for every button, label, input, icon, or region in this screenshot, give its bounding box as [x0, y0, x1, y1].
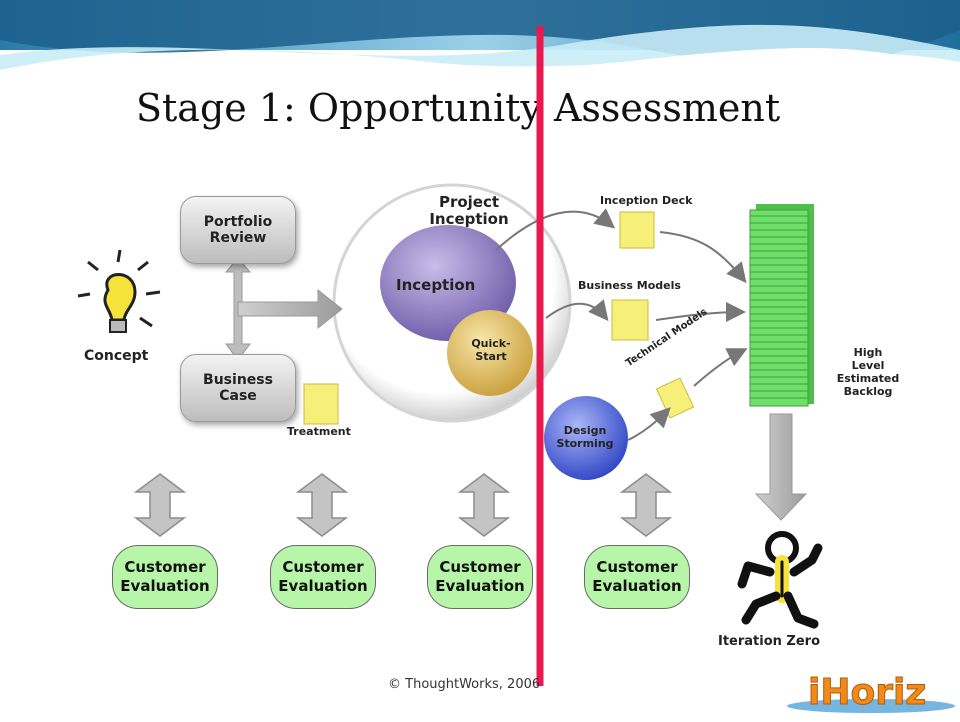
customer-evaluation-2: Customer Evaluation: [270, 545, 376, 609]
backlog-stack: [749, 204, 814, 407]
business-case-label: Business Case: [203, 372, 273, 404]
backlog-label: High Level Estimated Backlog: [836, 346, 900, 398]
lightbulb-icon: [77, 249, 161, 333]
customer-evaluation-4: Customer Evaluation: [584, 545, 690, 609]
double-arrow-3: [457, 473, 511, 537]
business-models-label: Business Models: [578, 279, 681, 292]
inception-deck-label: Inception Deck: [600, 194, 693, 207]
to-iteration-zero-arrow: [754, 413, 808, 521]
double-arrow-4: [619, 473, 673, 537]
concept-label: Concept: [84, 348, 149, 364]
quick-start-bubble: [447, 310, 533, 396]
portfolio-review-label: Portfolio Review: [203, 214, 273, 246]
customer-evaluation-1: Customer Evaluation: [112, 545, 218, 609]
customer-evaluation-3: Customer Evaluation: [427, 545, 533, 609]
header-banner: [0, 0, 960, 80]
double-arrow-2: [295, 473, 349, 537]
design-storming-bubble: [544, 396, 628, 480]
iteration-zero-label: Iteration Zero: [718, 634, 821, 649]
page-title: Stage 1: Opportunity Assessment: [136, 86, 781, 130]
design-storming-label: Design Storming: [556, 424, 614, 450]
business-models-sticky: [611, 299, 649, 341]
business-case-box: Business Case: [180, 354, 296, 422]
ihoriz-logo: iHoriz: [786, 668, 956, 718]
footer-copyright: © ThoughtWorks, 2006: [388, 677, 541, 692]
treatment-sticky: [303, 383, 339, 425]
technical-models-sticky: [655, 377, 695, 419]
inception-deck-sticky: [619, 211, 655, 249]
inception-label: Inception: [396, 276, 476, 294]
to-inception-arrow: [237, 288, 343, 330]
double-arrow-1: [133, 473, 187, 537]
portfolio-review-box: Portfolio Review: [180, 196, 296, 264]
project-inception-label: Project Inception: [429, 193, 509, 228]
quick-start-label: Quick-Start: [471, 337, 511, 363]
treatment-label: Treatment: [287, 425, 351, 438]
running-figure-icon: [737, 531, 823, 629]
logo-text: iHoriz: [808, 672, 926, 713]
